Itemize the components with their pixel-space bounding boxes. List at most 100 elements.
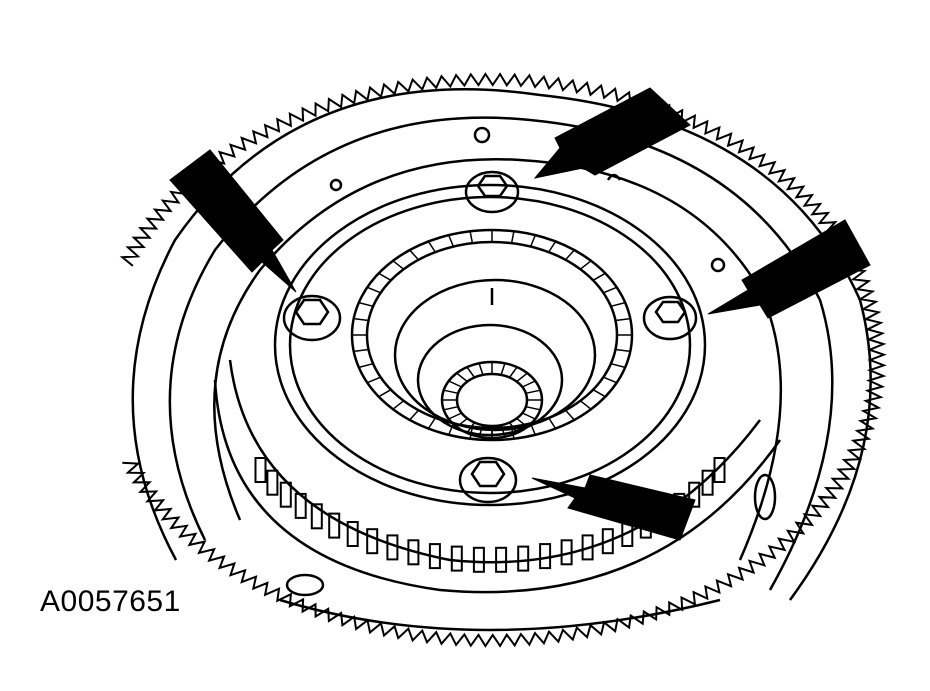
drum-spline — [472, 546, 485, 573]
drum-spline — [266, 469, 279, 496]
figure-id-label: A0057651 — [40, 585, 181, 618]
shaft-spline — [521, 412, 536, 420]
drum-splines — [254, 457, 726, 573]
hub-spline — [610, 301, 626, 308]
hub-gear-ring — [365, 240, 619, 430]
hub-spline — [409, 249, 420, 261]
gear-teeth-path — [119, 72, 887, 648]
drum-spline — [428, 543, 441, 570]
ring-gear-teeth — [119, 72, 887, 648]
drum-spline — [517, 545, 530, 572]
hub-spline — [427, 417, 436, 430]
shaft-spline — [500, 363, 506, 376]
drum-spline — [688, 481, 701, 508]
hub-spline — [564, 249, 575, 261]
hub-spline — [448, 234, 455, 247]
housing-inner-arc — [213, 158, 783, 561]
bolt-top — [464, 170, 520, 214]
drum-spline — [701, 469, 714, 496]
hub-spline — [615, 348, 631, 353]
hub-spline — [469, 231, 474, 244]
housing-hole-left — [329, 178, 343, 192]
shaft-spline — [516, 372, 528, 383]
shaft-spline — [448, 412, 463, 420]
hub-spline — [510, 231, 515, 244]
drum-spline — [407, 539, 420, 566]
sun-gear-outer — [416, 323, 564, 437]
bolt-left — [282, 294, 342, 342]
hub-spline — [353, 348, 369, 353]
shaft-spline — [466, 366, 476, 378]
housing-hole-top — [473, 126, 491, 144]
callout-arrow-top — [533, 87, 691, 179]
hub-spline — [409, 409, 420, 421]
drum-spline — [539, 543, 552, 570]
hub-spline — [615, 317, 631, 322]
shaft-spline — [525, 405, 541, 411]
shaft-inner — [455, 372, 529, 428]
drum-spline — [254, 457, 267, 483]
drum-spline — [581, 534, 594, 561]
shaft-spline — [516, 417, 528, 428]
shaft-spline — [456, 372, 468, 383]
hub-spline — [592, 272, 606, 281]
drum-spline — [450, 545, 463, 572]
drum-spline — [713, 457, 726, 483]
shaft-spline — [525, 389, 541, 395]
shaft-spline — [478, 363, 484, 376]
hub-spline — [367, 286, 381, 294]
hub-spline — [603, 286, 617, 294]
carrier-plate — [273, 183, 707, 507]
ring-gear-rim — [131, 88, 872, 601]
hub-spline — [392, 260, 405, 270]
drum-spline — [601, 528, 614, 555]
hub-spline — [469, 426, 474, 439]
drum-spline — [346, 521, 359, 547]
hub-spline — [358, 362, 374, 369]
drum-spline — [386, 534, 399, 561]
bolt-bottom — [458, 456, 518, 504]
drum-spline — [310, 503, 323, 530]
hub-spline — [548, 240, 557, 253]
hub-spline — [592, 389, 606, 398]
drum-spline — [294, 492, 307, 519]
callout-arrow-left — [169, 149, 297, 293]
hub-spline — [427, 240, 436, 253]
shaft-spline — [466, 422, 476, 434]
shaft-spline — [521, 380, 536, 388]
hub-splines — [352, 230, 632, 440]
drum-bottom — [213, 379, 782, 594]
shaft-spline — [500, 424, 506, 437]
hub-spline — [610, 362, 626, 369]
callout-arrow-right — [707, 219, 871, 319]
hub-spline — [358, 301, 374, 308]
hub-spline — [564, 409, 575, 421]
hub-spline — [548, 417, 557, 430]
hub-spline — [579, 260, 592, 270]
callout-arrow-bottom — [531, 474, 696, 541]
shaft-spline — [443, 405, 459, 411]
hub-spline — [392, 400, 405, 410]
housing-hole-right — [710, 257, 726, 273]
hub-spline — [353, 317, 369, 322]
drum-spline — [279, 481, 292, 508]
shaft-spline — [508, 422, 518, 434]
drum-spline — [328, 512, 341, 539]
housing-clip — [606, 173, 622, 181]
hub-spline — [529, 423, 536, 436]
base-slot-right — [753, 473, 777, 521]
hub-spline — [529, 234, 536, 247]
hub-spline — [448, 423, 455, 436]
hub-spline — [367, 376, 381, 384]
hub-spline — [378, 389, 392, 398]
drum-spline — [495, 546, 508, 573]
shaft-spline — [478, 424, 484, 437]
shaft-spline — [443, 389, 459, 395]
base-slot-left — [285, 573, 325, 597]
shaft-spline — [508, 366, 518, 378]
hub-spline — [378, 272, 392, 281]
hub-inner-ring — [393, 278, 597, 432]
hub-spline — [603, 376, 617, 384]
shaft-spline — [456, 417, 468, 428]
